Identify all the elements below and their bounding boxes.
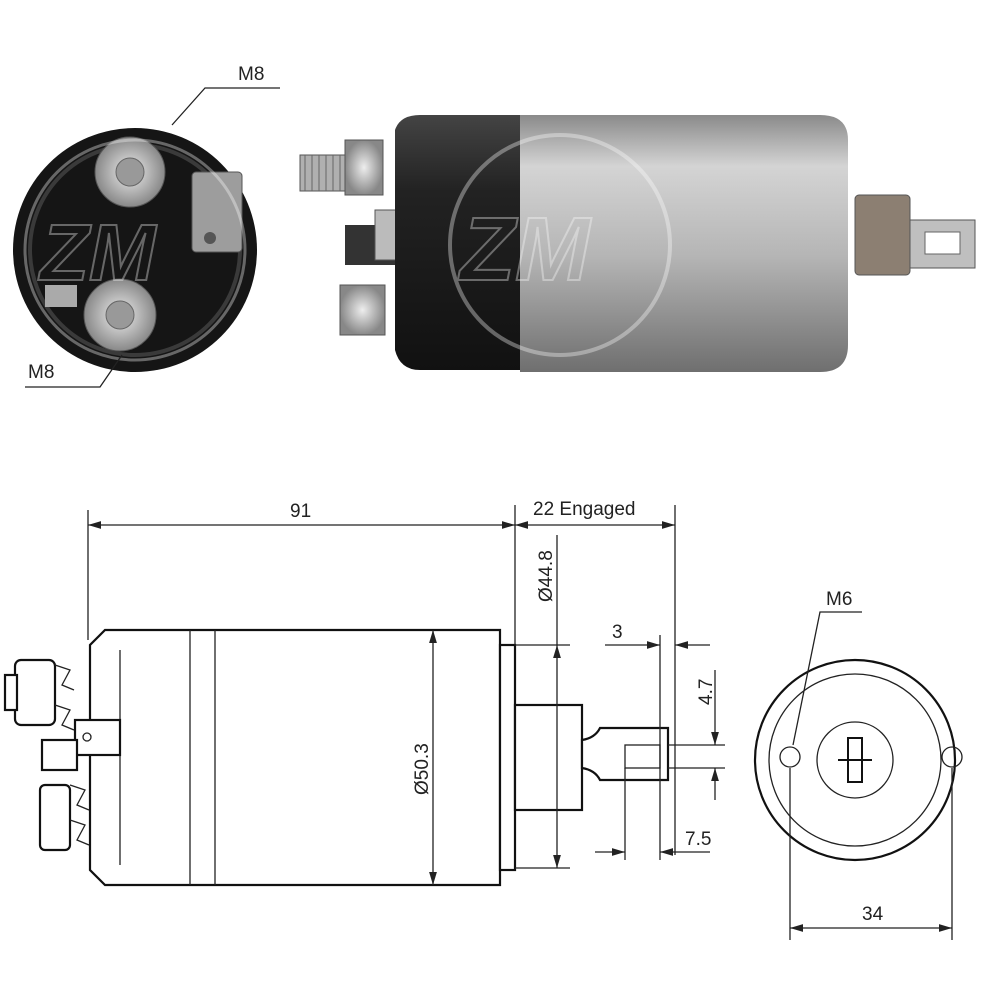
label-dia-body: Ø50.3 bbox=[412, 743, 433, 795]
body-outline bbox=[88, 628, 502, 887]
label-dia-rear: Ø44.8 bbox=[536, 550, 557, 602]
leader-line-m6 bbox=[792, 611, 862, 746]
end-view-photo: ZM M8 M8 bbox=[13, 64, 280, 388]
side-technical-drawing: 91 22 Engaged Ø44.8 Ø50.3 3 4.7 7.5 bbox=[3, 499, 725, 887]
watermark-text: ZM bbox=[457, 200, 592, 300]
label-length: 91 bbox=[290, 501, 311, 522]
top-terminal bbox=[94, 136, 166, 208]
label-tab-offset: 3 bbox=[612, 622, 623, 643]
leader-line-top bbox=[171, 87, 280, 126]
label-mount-thread: M6 bbox=[826, 589, 852, 610]
watermark-logo-right: ZM bbox=[448, 133, 672, 357]
label-tab-length: 7.5 bbox=[685, 829, 711, 850]
label-m8-top: M8 bbox=[238, 64, 264, 85]
label-engaged: 22 Engaged bbox=[533, 499, 636, 520]
label-m8-bottom: M8 bbox=[28, 362, 54, 383]
label-slot-width: 4.7 bbox=[696, 679, 717, 705]
watermark-logo-left: ZM bbox=[23, 138, 247, 362]
plunger bbox=[513, 703, 584, 812]
mount-hole-left bbox=[779, 746, 801, 768]
rear-step bbox=[498, 643, 517, 872]
spade-terminal bbox=[191, 171, 243, 253]
side-view-photo: ZM bbox=[299, 115, 976, 372]
end-technical-drawing: M6 34 bbox=[753, 589, 963, 940]
watermark-text: ZM bbox=[38, 208, 158, 297]
photo-plunger bbox=[854, 194, 911, 276]
leader-line-bottom bbox=[25, 354, 123, 388]
photo-body bbox=[520, 115, 848, 372]
label-hole-spacing: 34 bbox=[862, 904, 884, 925]
mount-hole-right bbox=[941, 746, 963, 768]
bottom-terminal bbox=[45, 278, 157, 352]
photo-cap bbox=[395, 115, 530, 370]
